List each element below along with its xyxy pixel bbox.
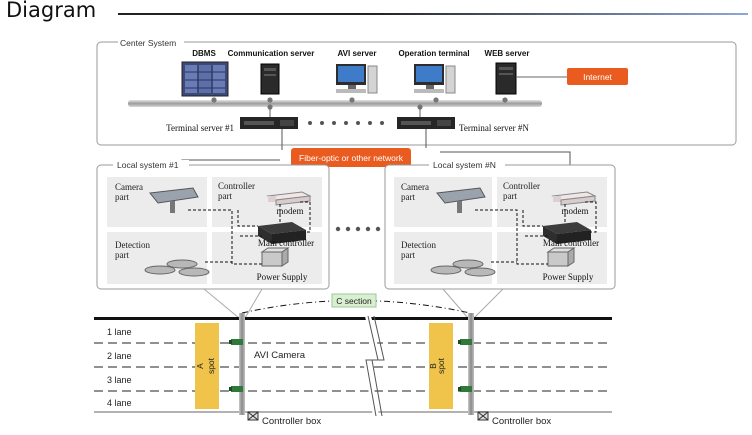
- power-supply-icon: [546, 247, 576, 267]
- camera-part-label: Camera: [115, 182, 143, 192]
- loop-detector-icon: [430, 259, 496, 277]
- svg-text:part: part: [115, 192, 129, 202]
- local-system-n-label: Local system #N: [433, 160, 496, 170]
- svg-text:part: part: [115, 250, 129, 260]
- gantry-pole-a: [239, 313, 245, 415]
- center-system: Center System DBMS Communication server …: [96, 38, 737, 146]
- network-label: Fiber-optic or other network: [299, 153, 404, 163]
- camera-part-label: Camera: [401, 182, 429, 192]
- main-controller-label: Main controller: [543, 238, 599, 248]
- svg-text:part: part: [503, 191, 517, 201]
- modem-icon: [266, 191, 312, 206]
- lane-label-1: 1 lane: [107, 327, 132, 337]
- c-section-arc: [241, 300, 471, 314]
- local-wiring: [188, 201, 311, 265]
- callout-lines: [203, 288, 504, 319]
- terminal-server-1-label: Terminal server #1: [166, 123, 234, 133]
- internet-badge: [567, 68, 628, 85]
- local-wiring: [475, 201, 597, 265]
- internet-label: Internet: [583, 72, 612, 82]
- road-top-edge: [94, 317, 612, 320]
- power-supply-label: Power Supply: [257, 272, 308, 282]
- desktop-pc-icon: [336, 64, 378, 94]
- modem-icon: [551, 191, 597, 206]
- controller-part-label: Controller: [218, 181, 255, 191]
- lane-label-2: 2 lane: [107, 351, 132, 361]
- main-controller-label: Main controller: [258, 238, 314, 248]
- tower-server-icon: [260, 63, 280, 95]
- loop-detector-icon: [144, 259, 210, 277]
- avi-camera-label: AVI Camera: [254, 350, 306, 361]
- server-label-communication: Communication server: [228, 49, 315, 58]
- gantry-pole-b: [468, 313, 474, 415]
- modem-label: modem: [562, 206, 589, 216]
- ellipsis-dots: [308, 121, 384, 125]
- server-label-dbms: DBMS: [192, 49, 216, 58]
- svg-text:B: B: [428, 363, 438, 369]
- tower-server-icon: [495, 62, 517, 95]
- ellipsis-dots: [335, 226, 381, 232]
- lane-label-3: 3 lane: [107, 375, 132, 385]
- title-underline: [118, 13, 748, 15]
- server-label-web: WEB server: [485, 49, 530, 58]
- detection-part-label: Detection: [401, 240, 436, 250]
- center-system-label: Center System: [120, 38, 176, 48]
- svg-text:part: part: [401, 250, 415, 260]
- camera-icon: [149, 187, 199, 213]
- terminal-server-n-icon: [397, 117, 455, 129]
- page-title: Diagram: [6, 0, 97, 22]
- road: 1 lane 2 lane 3 lane 4 lane A spot B spo…: [94, 313, 612, 427]
- controller-box-label-a: Controller box: [262, 416, 321, 427]
- power-supply-icon: [260, 247, 290, 267]
- main-controller-icon: [258, 222, 306, 244]
- lane-label-4: 4 lane: [107, 398, 132, 408]
- local-system-1: Local system #1 Camera part Controller p…: [96, 160, 330, 290]
- network-badge: [291, 148, 411, 167]
- desktop-pc-icon: [414, 64, 456, 94]
- controller-part-label: Controller: [503, 181, 540, 191]
- avi-camera-icon: [229, 339, 472, 392]
- spot-a: [195, 323, 219, 409]
- svg-text:part: part: [401, 192, 415, 202]
- svg-text:spot: spot: [206, 357, 216, 374]
- main-controller-icon: [543, 222, 591, 244]
- terminal-server-1-icon: [240, 117, 298, 129]
- c-section-label: C section: [336, 296, 372, 306]
- detection-part-label: Detection: [115, 240, 150, 250]
- server-label-operation: Operation terminal: [398, 49, 469, 58]
- controller-box-icon: [247, 411, 489, 421]
- server-rack-icon: [181, 61, 229, 97]
- svg-text:A: A: [195, 363, 205, 369]
- camera-part-panel: [394, 177, 492, 227]
- network-bus: [128, 100, 542, 107]
- power-supply-label: Power Supply: [543, 272, 594, 282]
- local-system-n: Local system #N Camera part Controller p…: [384, 160, 616, 290]
- modem-label: modem: [277, 206, 304, 216]
- controller-box-label-b: Controller box: [492, 416, 551, 427]
- camera-icon: [436, 187, 486, 213]
- spot-b: [429, 323, 453, 409]
- terminal-server-n-label: Terminal server #N: [459, 123, 529, 133]
- server-label-avi: AVI server: [338, 49, 377, 58]
- svg-text:spot: spot: [436, 357, 446, 374]
- svg-text:part: part: [218, 191, 232, 201]
- local-system-1-label: Local system #1: [117, 160, 179, 170]
- c-section-badge: [331, 293, 377, 308]
